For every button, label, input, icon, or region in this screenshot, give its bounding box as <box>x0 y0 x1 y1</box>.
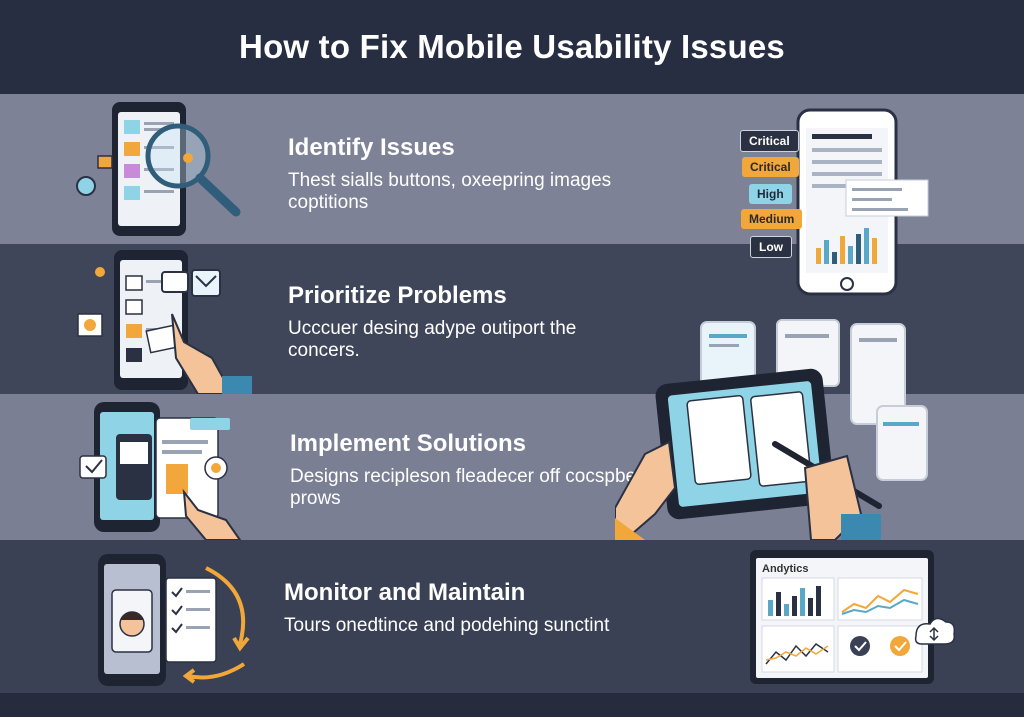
priority-tag: Critical <box>740 130 799 152</box>
step-monitor: Monitor and Maintain Tours onedtince and… <box>284 579 644 637</box>
phone-hand-illustration <box>77 250 252 394</box>
priority-tag: High <box>749 184 792 204</box>
step-heading: Implement Solutions <box>290 430 527 457</box>
step-prioritize: Prioritize Problems Ucccuer desing adype… <box>288 282 648 362</box>
phone-checklist-illustration <box>98 554 250 686</box>
priority-tag: Critical <box>742 157 799 177</box>
hand-pointer-icon <box>171 313 234 394</box>
step-implement: Implement Solutions Designs recipleson f… <box>290 430 650 510</box>
magnifier-icon <box>145 123 211 189</box>
phone-magnifier-illustration <box>76 102 241 236</box>
cloud-sync-icon <box>914 617 956 645</box>
step-description: Thest sialls buttons, oxeepring images c… <box>288 170 612 213</box>
step-heading: Prioritize Problems <box>288 282 507 309</box>
step-description: Designs recipleson fleadecer off cocspbe… <box>290 466 647 509</box>
analytics-dashboard-illustration: Andytics <box>750 550 956 684</box>
phone-documents-illustration <box>79 402 242 540</box>
priority-tag: Low <box>750 236 792 258</box>
step-heading: Identify Issues <box>288 134 455 161</box>
step-heading: Monitor and Maintain <box>284 579 526 606</box>
footer-band <box>0 693 1024 717</box>
priority-phone-illustration <box>796 108 929 296</box>
step-description: Tours onedtince and podehing sunctint <box>284 615 610 636</box>
step-description: Ucccuer desing adype outiport the concer… <box>288 318 577 361</box>
step-identify: Identify Issues Thest sialls buttons, ox… <box>288 134 648 214</box>
dashboard-title: Andytics <box>762 563 808 575</box>
priority-tag: Medium <box>741 209 803 229</box>
title-bar: How to Fix Mobile Usability Issues <box>0 0 1024 94</box>
page-title: How to Fix Mobile Usability Issues <box>239 28 785 65</box>
checkmark-icon <box>85 459 103 474</box>
tablet-stylus-illustration <box>615 319 928 540</box>
